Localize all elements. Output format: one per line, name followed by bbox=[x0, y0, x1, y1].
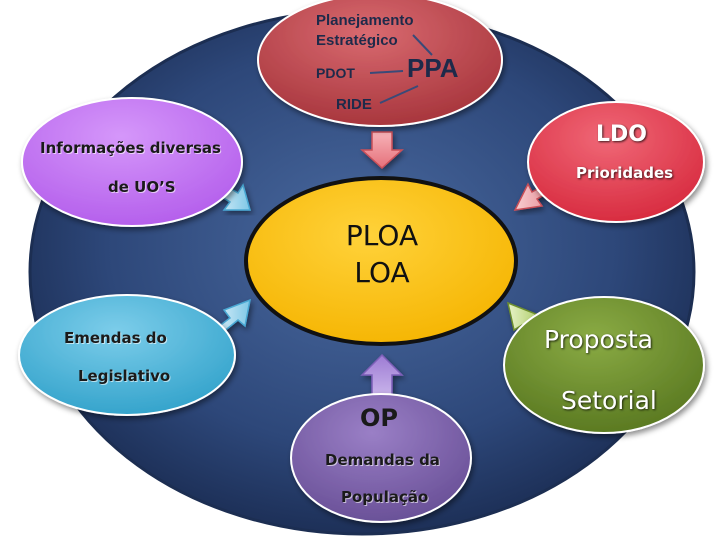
emendas-label-line2: Legislativo bbox=[78, 367, 171, 385]
op-label-line2: População bbox=[341, 488, 429, 506]
center-ellipse-ploa-loa bbox=[244, 176, 518, 346]
ppa-connector-3 bbox=[379, 85, 419, 104]
ppa-connector-2 bbox=[369, 70, 404, 74]
node-emendas bbox=[18, 294, 236, 416]
ppa-label-ride: RIDE bbox=[336, 96, 372, 113]
op-title: OP bbox=[360, 404, 398, 432]
ppa-connector-1 bbox=[412, 34, 433, 56]
node-ppa bbox=[257, 0, 503, 127]
info-label-line2: de UO’S bbox=[108, 178, 176, 196]
node-ldo bbox=[527, 101, 705, 223]
ppa-label-pdot: PDOT bbox=[316, 65, 355, 81]
node-info bbox=[21, 97, 243, 227]
proposta-label-line2: Setorial bbox=[561, 386, 657, 415]
node-proposta bbox=[503, 296, 705, 434]
arrow-ppa-to-center bbox=[360, 131, 404, 170]
center-label-line1: PLOA bbox=[345, 219, 419, 252]
ppa-label-line1: Planejamento bbox=[316, 12, 414, 29]
op-label-line1: Demandas da bbox=[325, 451, 440, 469]
ppa-label-line2: Estratégico bbox=[316, 32, 398, 49]
ldo-subtitle: Prioridades bbox=[576, 164, 674, 182]
node-op bbox=[290, 393, 472, 523]
ldo-title: LDO bbox=[596, 122, 647, 147]
ppa-title: PPA bbox=[407, 53, 459, 83]
info-label-line1: Informações diversas bbox=[40, 139, 221, 157]
emendas-label-line1: Emendas do bbox=[64, 329, 167, 347]
center-label-line2: LOA bbox=[354, 256, 410, 289]
proposta-label-line1: Proposta bbox=[544, 325, 653, 354]
